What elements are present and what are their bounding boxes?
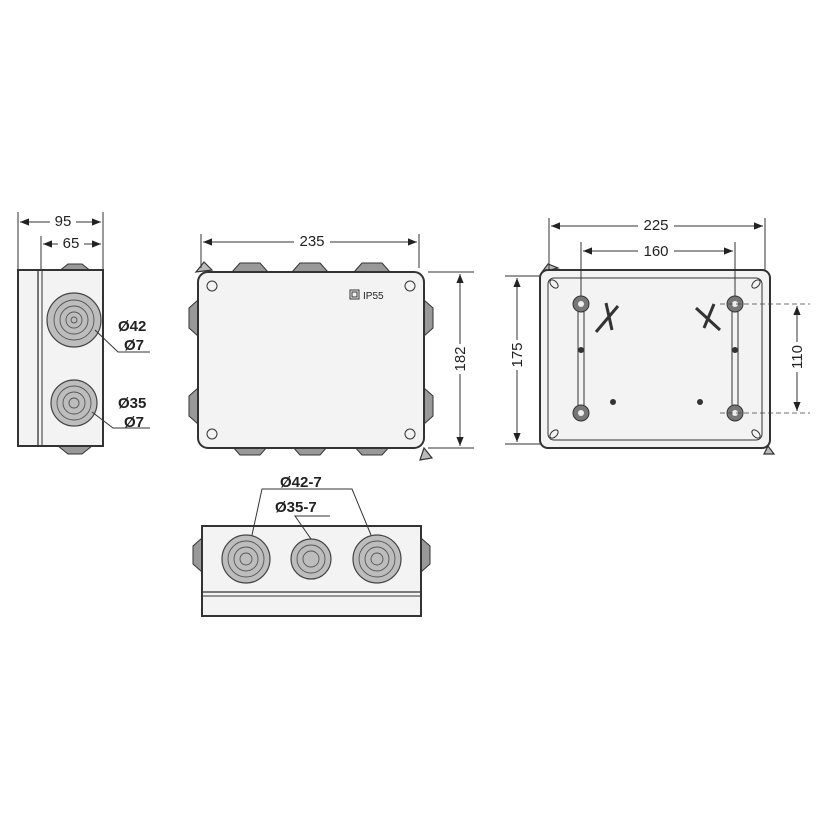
side-dim-overall: 95 [55,213,72,230]
bottom-view: Ø42-7 Ø35-7 [192,474,431,617]
side-label-small-dia: Ø35 [118,395,146,412]
bottom-gland-left [221,534,271,584]
ip-square-icon [349,289,360,300]
back-view: 225 160 175 110 [505,216,810,455]
side-small-gland [50,379,98,427]
side-dim-inner: 65 [63,235,80,252]
side-label-large-thk: Ø7 [124,337,144,354]
bottom-gland-right [352,534,402,584]
front-view: IP55 235 182 [188,232,474,461]
side-label-large-dia: Ø42 [118,318,146,335]
side-view: Ø42 Ø7 Ø35 Ø7 95 65 [17,212,150,455]
back-body [539,269,771,449]
back-dim-height: 175 [509,342,526,367]
back-dim-hole-y: 110 [789,345,806,369]
back-dim-hole-x: 160 [643,243,668,260]
bottom-label-large: Ø42-7 [280,474,322,491]
front-dim-width: 235 [299,233,324,250]
bottom-gland-middle [290,538,332,580]
front-rating: IP55 [363,291,384,302]
back-bracket-right [694,303,722,332]
side-label-small-thk: Ø7 [124,414,144,431]
side-large-gland [46,292,102,348]
back-dim-width: 225 [643,217,668,234]
bottom-label-small: Ø35-7 [275,499,317,516]
back-bracket-left [594,302,620,333]
front-dim-height: 182 [452,346,469,371]
front-lid [197,271,425,449]
back-mounting-holes [572,295,744,422]
